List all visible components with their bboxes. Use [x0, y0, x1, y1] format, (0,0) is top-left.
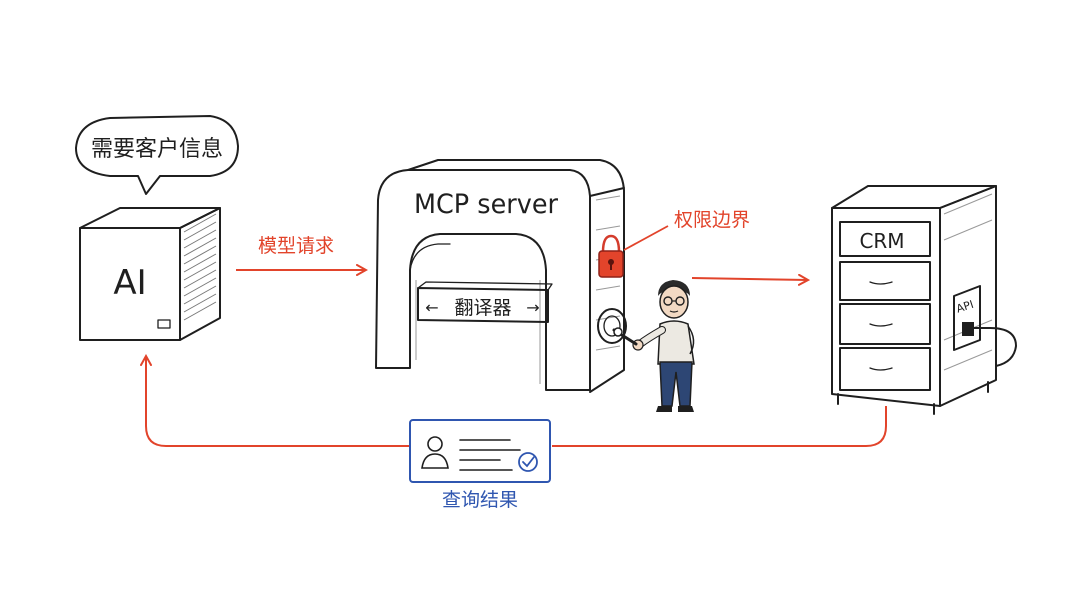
gateway-title: MCP server [414, 189, 559, 220]
api-panel: API [953, 285, 981, 351]
padlock-icon [598, 234, 624, 278]
crm-label-plate [839, 221, 931, 257]
speech-bubble: 需要客户信息 [75, 115, 239, 195]
checkmark-icon [518, 452, 538, 472]
query-result-label: 查询结果 [442, 489, 518, 511]
crm-drawer-2 [839, 303, 931, 345]
technician-figure [612, 280, 695, 412]
api-label: API [955, 298, 976, 316]
return-path-right [552, 406, 887, 447]
user-card-icon [421, 436, 449, 469]
translator-arrow-left: ← [425, 298, 438, 317]
return-path-left [146, 356, 410, 447]
translator-label: 翻译器 [454, 297, 511, 319]
crm-drawer-3 [839, 347, 931, 391]
translator-arrow-right: → [526, 298, 539, 317]
crm-label: CRM [859, 229, 904, 253]
translator-banner: ← 翻译器 → [417, 281, 553, 323]
model-request-label: 模型请求 [258, 235, 334, 257]
query-result-card [409, 419, 551, 483]
plug-icon [973, 327, 1017, 367]
crm-drawer-1 [839, 261, 931, 301]
keyhole-icon [597, 308, 627, 344]
crm-cabinet: CRM API [831, 185, 1017, 415]
ai-box: AI [79, 207, 221, 341]
mcp-server-gateway: MCP server ← 翻译器 → [375, 159, 627, 393]
permission-boundary-pointer [623, 225, 669, 251]
ai-box-label: AI [113, 263, 146, 303]
permission-boundary-label: 权限边界 [674, 209, 750, 231]
ai-box-port [157, 319, 171, 329]
speech-bubble-text: 需要客户信息 [91, 137, 223, 162]
forward-arrow [691, 278, 808, 280]
